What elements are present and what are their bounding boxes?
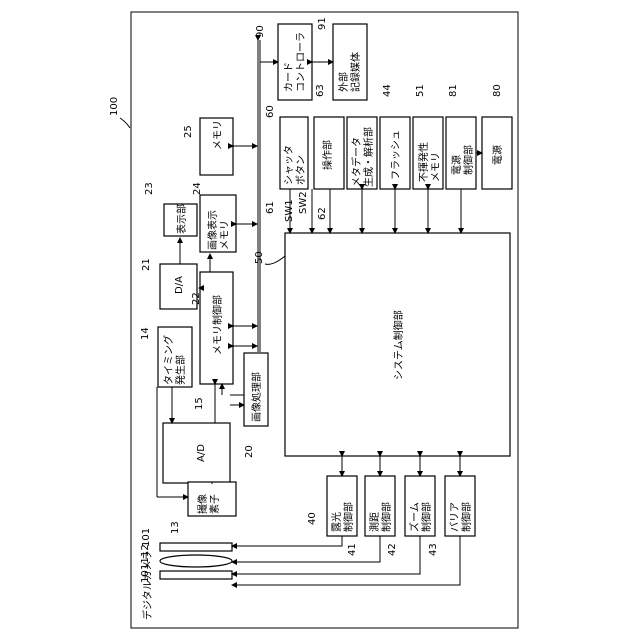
display-label: 表示部 [175, 204, 188, 234]
img-disp-mem-ref: 24 [192, 182, 203, 195]
optics-ref-11: 11 [140, 557, 151, 570]
optics-ref-12: 12 [140, 544, 151, 557]
sw2-label: SW2 [298, 191, 309, 214]
camera-ref: 100 [109, 97, 120, 116]
memory-label: メモリ [213, 120, 224, 150]
img-proc-ref: 20 [244, 445, 255, 458]
barrier-element [160, 543, 232, 551]
sensor-ref: 13 [170, 521, 181, 534]
shutter-ref: 60 [265, 105, 276, 118]
barrier-ref: 43 [428, 543, 439, 556]
da-ref: 21 [141, 258, 152, 271]
img-proc-label: 画像処理部 [250, 372, 263, 422]
card-ctrl-ref: 90 [255, 25, 266, 38]
display-ref: 23 [144, 182, 155, 195]
operation-label: 操作部 [321, 140, 334, 170]
nvmem-ref: 51 [415, 84, 426, 97]
flash-ref: 44 [382, 84, 393, 97]
zoom-label: ズーム制御部 [408, 502, 433, 532]
mem-ctrl-ref: 22 [191, 292, 202, 305]
operation-ref: 63 [315, 84, 326, 97]
sw2-ref: 62 [317, 207, 328, 220]
exposure-ref: 40 [307, 512, 318, 525]
timing-ref: 14 [140, 327, 151, 340]
optics-ref-101: 101 [141, 528, 152, 547]
sw1-ref: 61 [265, 201, 276, 214]
optics-ref-10: 10 [140, 570, 151, 583]
power-label: 電源 [491, 145, 504, 165]
flash-label: フラッシュ [390, 130, 402, 180]
system-control-label: システム制御部 [392, 310, 405, 380]
sensor-label: 撮像素子 [196, 494, 221, 514]
ad-ref: 15 [194, 397, 205, 410]
mem-ctrl-label: メモリ制御部 [211, 295, 224, 355]
power-ref: 80 [492, 84, 503, 97]
memory-ref: 25 [183, 125, 194, 138]
rangefind-ref: 41 [347, 543, 358, 556]
ad-label: A/D [196, 444, 207, 462]
zoom-ref: 42 [387, 543, 398, 556]
lens-element [160, 555, 232, 567]
da-label: D/A [174, 276, 185, 294]
ext-media-ref: 91 [317, 17, 328, 30]
power-ctrl-ref: 81 [448, 84, 459, 97]
aperture-element [160, 571, 232, 579]
